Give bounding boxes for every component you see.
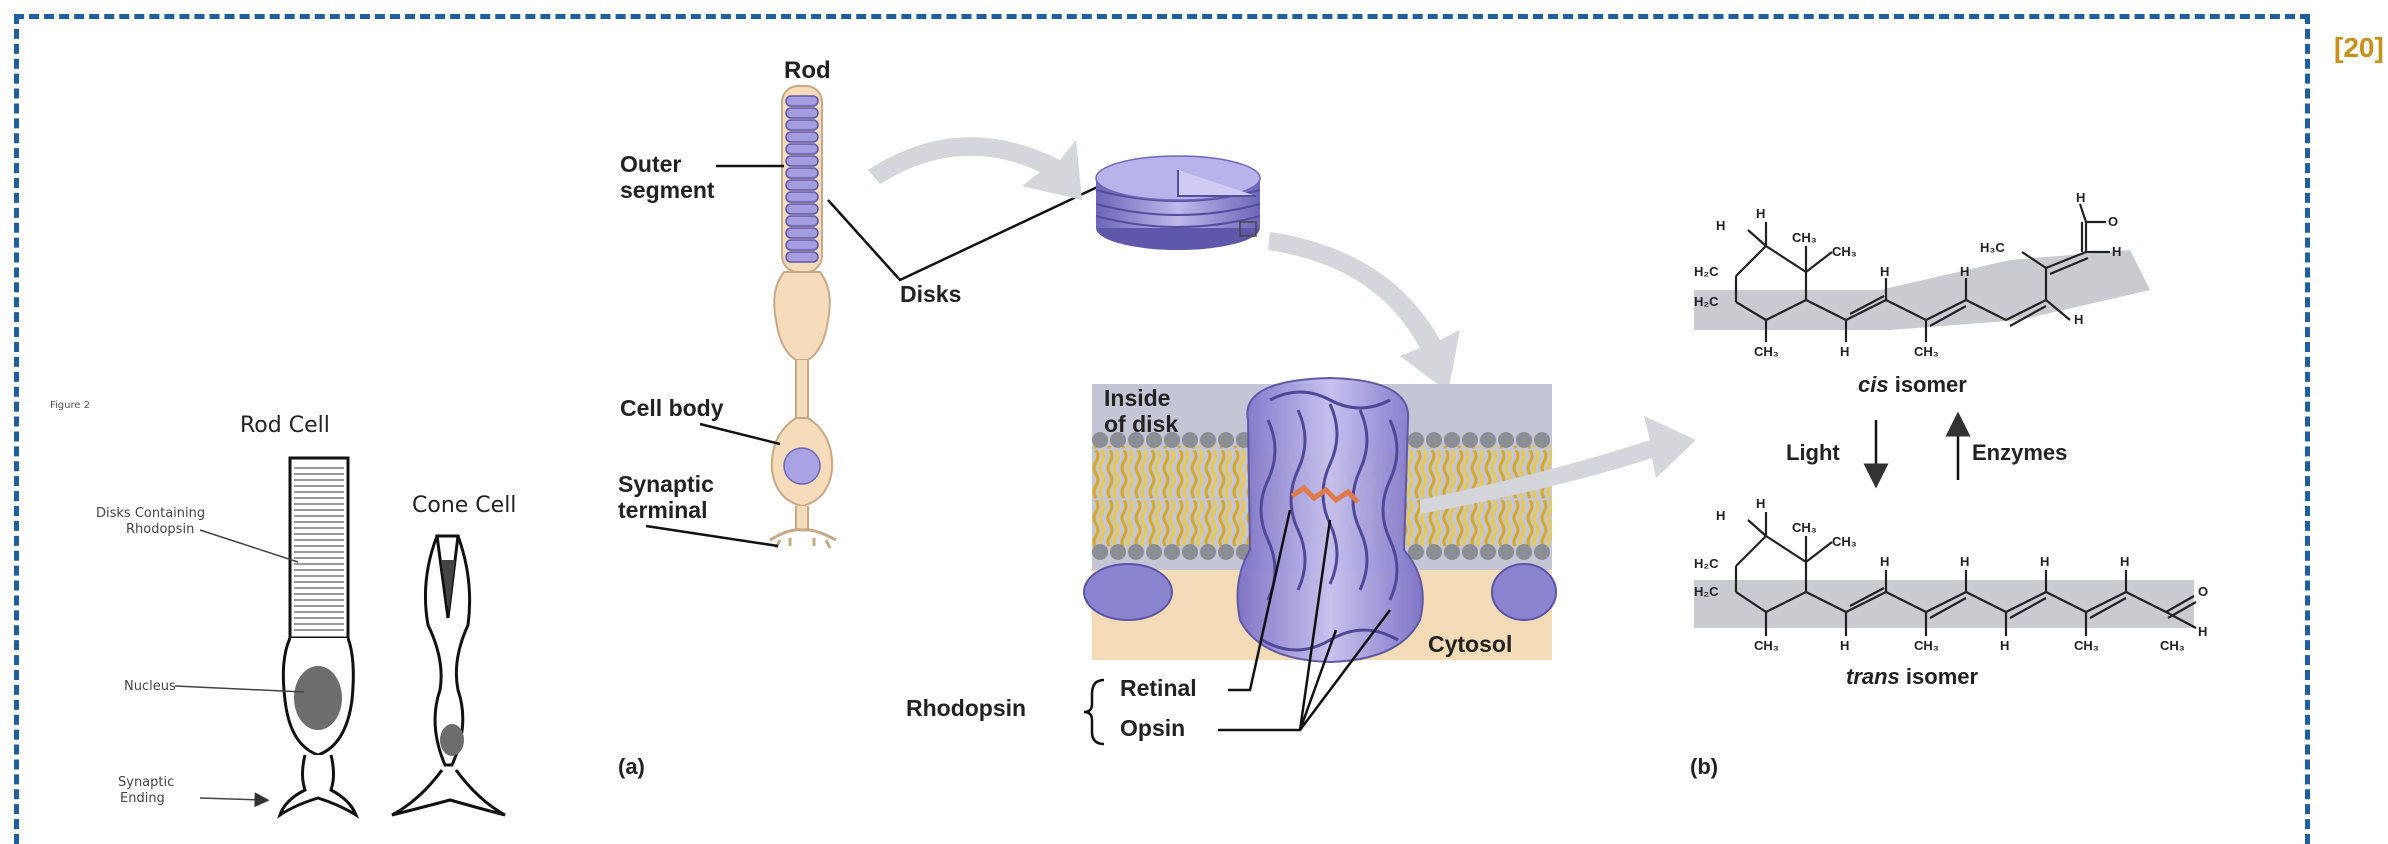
- trans-h-bot2: H: [2000, 638, 2009, 653]
- trans-ch3-bot4: CH₃: [2160, 638, 2185, 653]
- arrow-rod-to-disk: [868, 137, 1082, 200]
- rhodopsin-label: Rhodopsin: [906, 695, 1026, 721]
- cis-isomer: H H CH₃ CH₃ H₂C H₂C CH₃ H CH₃ H H H₃C H …: [1694, 190, 2150, 359]
- synaptic-terminal-line1: Synaptic: [618, 471, 714, 497]
- trans-h-t3: H: [2040, 554, 2049, 569]
- trans-ch3-bot3: CH₃: [2074, 638, 2099, 653]
- panel-a: Rod: [618, 57, 1696, 779]
- label-nucleus: Nucleus: [124, 679, 176, 694]
- rod-cell-drawing: [280, 458, 356, 815]
- trans-h-top1: H: [1756, 496, 1765, 511]
- cis-h2c-b: H₂C: [1694, 294, 1719, 309]
- cis-h-end: H: [2112, 244, 2121, 259]
- cis-h-ald: H: [2076, 190, 2085, 205]
- cis-ch3-bot1: CH₃: [1754, 344, 1779, 359]
- trans-h2c-b: H₂C: [1694, 584, 1719, 599]
- trans-h-o: H: [2198, 624, 2207, 639]
- leader-synaptic: [200, 798, 262, 800]
- cis-h2c-a: H₂C: [1694, 264, 1719, 279]
- synaptic-terminal-line2: terminal: [618, 497, 707, 523]
- rod-drawing: [770, 86, 836, 548]
- cone-cell-title: Cone Cell: [412, 493, 516, 518]
- trans-h-t1: H: [1880, 554, 1889, 569]
- disks-label: Disks: [900, 281, 961, 307]
- figure-caption: Figure 2: [50, 400, 90, 411]
- trans-h2c-a: H₂C: [1694, 556, 1719, 571]
- trans-h-bot1: H: [1840, 638, 1849, 653]
- trans-ch3-a: CH₃: [1792, 520, 1817, 535]
- trans-h-t4: H: [2120, 554, 2129, 569]
- trans-o: O: [2198, 584, 2208, 599]
- light-label: Light: [1786, 440, 1840, 465]
- panel-a-label: (a): [618, 754, 645, 779]
- cis-h3c: H₃C: [1980, 240, 2005, 255]
- trans-h-top2: H: [1716, 508, 1725, 523]
- cis-isomer-label: cis isomer: [1858, 372, 1967, 397]
- trans-ch3-bot2: CH₃: [1914, 638, 1939, 653]
- trans-h-t2: H: [1960, 554, 1969, 569]
- trans-isomer: H H CH₃ CH₃ H₂C H₂C CH₃ H CH₃ H CH₃ CH₃ …: [1694, 496, 2208, 653]
- label-disks-line1: Disks Containing: [96, 506, 205, 521]
- trans-ch3-bot1: CH₃: [1754, 638, 1779, 653]
- cone-cell-drawing: [392, 536, 505, 815]
- leader-disks-a: [828, 182, 1108, 280]
- rhodopsin-brace: [1084, 680, 1104, 744]
- enzymes-label: Enzymes: [1972, 440, 2067, 465]
- rod-cell-title: Rod Cell: [240, 413, 330, 438]
- leader-disks: [200, 530, 298, 562]
- cis-ch3-a: CH₃: [1792, 230, 1817, 245]
- cis-h-r1: H: [1880, 264, 1889, 279]
- trans-isomer-label: trans isomer: [1846, 664, 1978, 689]
- label-synaptic-line1: Synaptic: [118, 775, 174, 790]
- panel-b-label: (b): [1690, 754, 1718, 779]
- left-figure: Figure 2 Rod Cell Cone Cell Disks Contai…: [50, 400, 516, 815]
- inside-disk-line1: Inside: [1104, 385, 1170, 411]
- retinal-label: Retinal: [1120, 675, 1197, 701]
- disk-3d: [1096, 156, 1260, 250]
- outer-segment-line1: Outer: [620, 151, 681, 177]
- leader-cell-body: [700, 424, 780, 444]
- cis-h-r2: H: [1960, 264, 1969, 279]
- outer-segment-line2: segment: [620, 177, 715, 203]
- cis-h-top1: H: [1756, 206, 1765, 221]
- cis-ch3-bot2: CH₃: [1914, 344, 1939, 359]
- inside-disk-line2: of disk: [1104, 411, 1178, 437]
- cell-body-label: Cell body: [620, 395, 724, 421]
- cis-h-side: H: [2074, 312, 2083, 327]
- cytosol-label: Cytosol: [1428, 631, 1512, 657]
- cis-o-ald: O: [2108, 214, 2118, 229]
- trans-ch3-b: CH₃: [1832, 534, 1857, 549]
- leader-synaptic-terminal: [646, 526, 778, 546]
- cis-ch3-b: CH₃: [1832, 244, 1857, 259]
- label-synaptic-line2: Ending: [120, 791, 165, 806]
- rod-title: Rod: [784, 57, 831, 84]
- opsin-label: Opsin: [1120, 715, 1185, 741]
- arrow-disk-to-membrane: [1268, 232, 1460, 392]
- panel-b: H H CH₃ CH₃ H₂C H₂C CH₃ H CH₃ H H H₃C H …: [1690, 190, 2208, 779]
- cis-h-bot1: H: [1840, 344, 1849, 359]
- label-disks-line2: Rhodopsin: [126, 522, 194, 537]
- cis-h-top2: H: [1716, 218, 1725, 233]
